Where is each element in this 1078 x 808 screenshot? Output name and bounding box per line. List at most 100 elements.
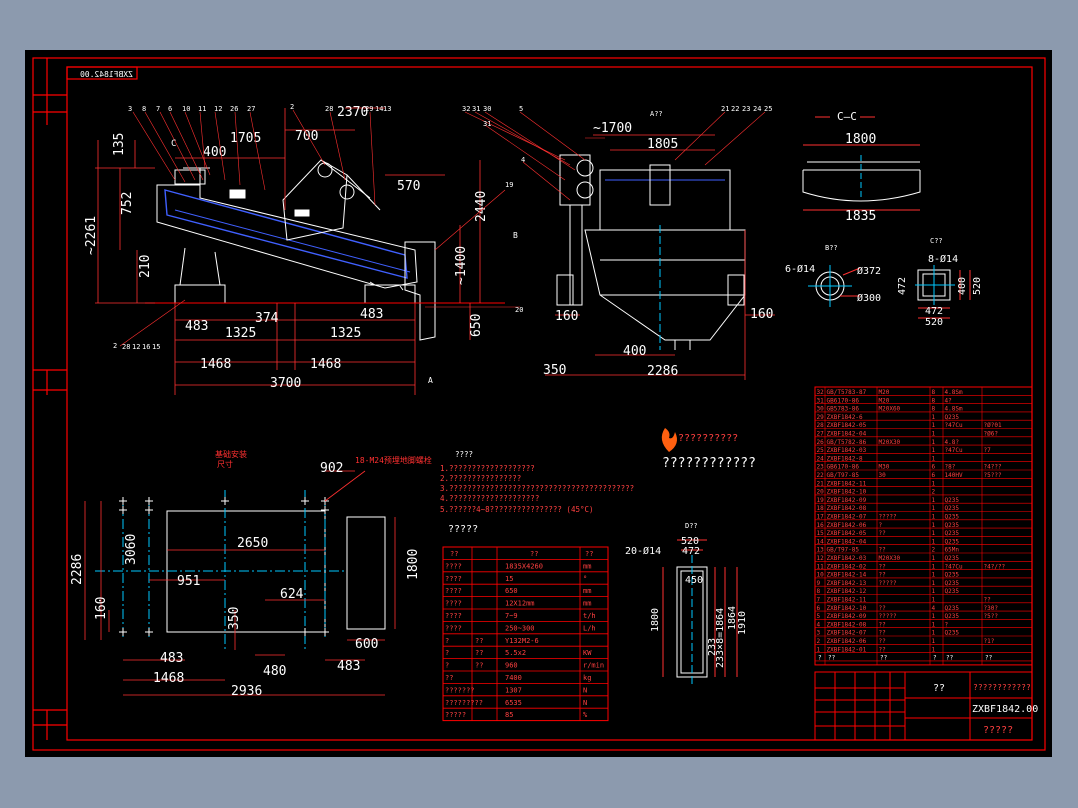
spec-cell: ° xyxy=(583,575,587,583)
svg-text:7: 7 xyxy=(156,105,160,113)
dim-3060: 3060 xyxy=(124,534,139,565)
dim-1835-cc: 1835 xyxy=(845,209,876,224)
bom-cell: ?8? xyxy=(945,464,956,471)
bom-cell: ZXBF1842-6 xyxy=(827,414,864,421)
bom-cell: 23 xyxy=(817,464,825,471)
svg-text:6-Ø14: 6-Ø14 xyxy=(785,263,815,275)
svg-text:11: 11 xyxy=(198,105,206,113)
svg-text:23: 23 xyxy=(742,105,750,113)
bom-header-cell: ? xyxy=(933,655,937,662)
spec-cell: 12X12mm xyxy=(505,600,535,608)
dim-483-left: 483 xyxy=(185,319,208,334)
bom-cell: 1 xyxy=(932,538,936,545)
bom-cell: Q235 xyxy=(945,613,960,620)
dim-600: 600 xyxy=(355,637,378,652)
dim-160-fdn: 160 xyxy=(94,597,109,620)
bom-cell: ?? xyxy=(984,597,992,604)
svg-text:20: 20 xyxy=(515,306,523,314)
bom-cell: 1 xyxy=(932,439,936,446)
spec-cell: 15 xyxy=(505,575,513,583)
bom-cell: 1 xyxy=(932,514,936,521)
title-block xyxy=(814,671,1033,741)
svg-text:450: 450 xyxy=(685,575,703,586)
dim-624: 624 xyxy=(280,587,304,602)
dim-210: 210 xyxy=(138,255,153,278)
bom-cell: 1 xyxy=(932,563,936,570)
bom-cell: ZXBF1842-06 xyxy=(827,522,867,529)
side-view-dimensions xyxy=(545,134,775,380)
bom-cell: 1 xyxy=(932,480,936,487)
bom-cell: 14 xyxy=(817,538,825,545)
bom-cell: 26 xyxy=(817,439,825,446)
dim-1468-fdn: 1468 xyxy=(153,671,184,686)
dim-2286-side: 2286 xyxy=(647,364,678,379)
dim-374: 374 xyxy=(255,311,279,326)
spec-cell: ???? xyxy=(445,612,462,620)
svg-text:233×8=1864: 233×8=1864 xyxy=(715,608,726,668)
front-view xyxy=(145,159,505,341)
bom-cell: 1 xyxy=(932,597,936,604)
spec-cell: 7~9 xyxy=(505,612,518,620)
bom-cell: ZXBF1842-11 xyxy=(827,480,867,487)
spec-cell: ?? xyxy=(475,649,483,657)
bom-cell: 29 xyxy=(817,414,825,421)
dim-570: 570 xyxy=(397,179,420,194)
circle-detail-text: B?? 6-Ø14 Ø372 Ø300 xyxy=(785,244,881,304)
bom-cell: ZXBF1842-02 xyxy=(827,563,867,570)
svg-text:14: 14 xyxy=(375,105,383,113)
dim-902: 902 xyxy=(320,461,343,476)
spec-header: ?? xyxy=(450,550,458,558)
foundation-plan xyxy=(95,490,386,650)
bom-cell: GB6170-86 xyxy=(827,464,860,471)
bom-cell: Q235 xyxy=(945,538,960,545)
bom-cell: 12 xyxy=(817,555,825,562)
bom-cell: 1 xyxy=(932,588,936,595)
svg-text:22: 22 xyxy=(731,105,739,113)
bom-cell: 1 xyxy=(932,646,936,653)
spec-cell: kg xyxy=(583,674,591,682)
bom-cell: 1 xyxy=(932,414,936,421)
bom-cell: Q235 xyxy=(945,530,960,537)
bom-cell: 8 xyxy=(932,397,936,404)
bom-cell: 11 xyxy=(817,563,825,570)
svg-text:Ø300: Ø300 xyxy=(857,292,881,304)
dim-483-right: 483 xyxy=(360,307,383,322)
dim-350: 350 xyxy=(543,363,566,378)
svg-text:16: 16 xyxy=(142,343,150,351)
bom-cell: M20X30 xyxy=(879,439,901,446)
arrow-c-label: C xyxy=(171,139,176,149)
dim-1705: 1705 xyxy=(230,131,261,146)
bom-cell: ?5??? xyxy=(984,472,1002,479)
spec-cell: ???? xyxy=(445,624,462,632)
bom-cell: 1 xyxy=(932,422,936,429)
bom-cell: 6 xyxy=(932,464,936,471)
dim-350-fdn: 350 xyxy=(227,607,242,630)
spec-cell: ??????? xyxy=(445,686,475,694)
svg-text:8: 8 xyxy=(142,105,146,113)
bom-cell: M30 xyxy=(879,464,890,471)
bom-cell: Q235 xyxy=(945,555,960,562)
bom-cell: ?5?? xyxy=(984,613,999,620)
svg-text:4.????????????????????: 4.???????????????????? xyxy=(440,494,539,503)
bom-cell: GB/T97-85 xyxy=(827,547,860,554)
spec-cell: Y132M2-6 xyxy=(505,637,539,645)
bom-cell: Q235 xyxy=(945,605,960,612)
bom-cell: ?? xyxy=(879,646,887,653)
bom-cell: 27 xyxy=(817,431,825,438)
svg-text:3.????????????????????????????: 3.??????????????????????????????????????… xyxy=(440,484,634,493)
svg-text:400: 400 xyxy=(957,277,968,295)
bom-cell: Q235 xyxy=(945,588,960,595)
cc-section-text: C—C 1800 1835 xyxy=(837,110,876,224)
bom-cell: ?Ø6? xyxy=(984,431,999,438)
bom-cell: 140HV xyxy=(945,472,963,479)
drawing-viewport[interactable]: ZXBF1842.00 xyxy=(25,50,1052,757)
bom-cell: 16 xyxy=(817,522,825,529)
bom-cell: GB/T5782-86 xyxy=(827,439,867,446)
spec-cell: 1307 xyxy=(505,686,522,694)
svg-text:520: 520 xyxy=(925,317,943,328)
dim-752: 752 xyxy=(120,192,135,215)
bom-cell: 4.8? xyxy=(945,439,960,446)
svg-text:20-Ø14: 20-Ø14 xyxy=(625,545,661,557)
